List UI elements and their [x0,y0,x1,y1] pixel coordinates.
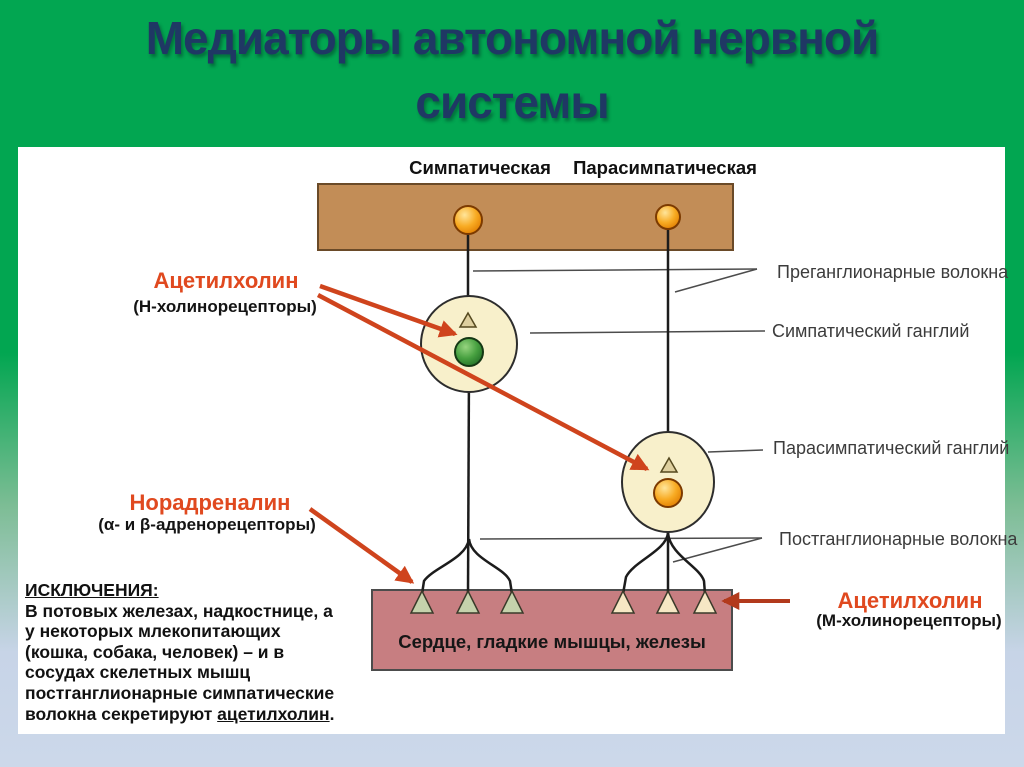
leader-parasympathetic-ganglion [707,449,764,453]
label-acetylcholine-m: Ацетилхолин [837,588,983,613]
slide-title: Медиаторы автономной нервной системы [0,6,1024,134]
exceptions-last-line: волокна секретируют ацетилхолин. [25,704,380,725]
diagram-panel [18,147,1005,734]
effector-synapse-triangles [409,589,718,614]
leader-postganglionic-diagonal [672,537,763,563]
exceptions-line: В потовых железах, надкостнице, а [25,600,333,621]
sympathetic-postganglionic-right [467,538,514,595]
effector-bar-caption: Сердце, гладкие мышцы, железы [398,631,706,652]
label-parasympathetic-ganglion: Парасимпатический ганглий [773,438,1010,458]
label-m-cholinoreceptors: (М-холинорецепторы) [816,611,1002,630]
autonomic-nervous-system-diagram [308,183,790,671]
parasympathetic-postganglionic-left [621,532,670,595]
exceptions-period: . [329,703,335,724]
synapse-triangle [692,589,718,614]
exceptions-line: у некоторых млекопитающих [25,621,281,642]
cns-neuron-parasympathetic [655,204,681,230]
sympathetic-ganglion-synapse-triangle [458,311,478,328]
leader-sympathetic-ganglion [529,330,766,334]
arrow-noradrenaline-to-effector [308,507,415,584]
arrow-acetylcholine-to-parasympathetic-ganglion [316,293,650,471]
sympathetic-postganglionic-center [466,365,471,595]
exceptions-heading: ИСКЛЮЧЕНИЯ: [25,580,159,600]
label-adrenoreceptors: (α- и β-адренорецепторы) [98,515,316,534]
annotation-arrows [308,283,650,584]
sympathetic-neuron-body [454,337,484,367]
synapse-triangle [499,589,525,614]
arrow-acetylcholine-to-sympathetic-ganglion [319,283,458,338]
cns-neuron-sympathetic [453,205,483,235]
parasympathetic-ganglion-synapse-triangle [659,456,679,473]
exceptions-last-prefix: волокна секретируют [25,703,218,724]
synapse-triangle [610,589,636,614]
synapse-triangle [455,589,481,614]
exceptions-line: постганглионарные симпатические [25,682,335,703]
label-preganglionic-fibers: Преганглионарные волокна [777,262,1009,282]
exceptions-line: (кошка, собака, человек) – и в [25,641,285,662]
label-sympathetic-ganglion: Симпатический ганглий [772,321,970,341]
label-n-cholinoreceptors: (Н-холинорецепторы) [133,297,317,316]
column-header-parasympathetic: Парасимпатическая [573,157,757,178]
leader-lines [472,268,766,563]
slide-title-line1: Медиаторы автономной нервной [145,12,880,64]
synapse-triangle [655,589,681,614]
label-acetylcholine-n: Ацетилхолин [153,268,299,293]
parasympathetic-neuron-body [653,478,683,508]
exceptions-underlined-word: ацетилхолин [217,703,330,724]
exceptions-block: ИСКЛЮЧЕНИЯ: В потовых железах, надкостни… [25,580,380,724]
label-postganglionic-fibers: Постганглионарные волокна [779,529,1018,549]
sympathetic-postganglionic-left [420,538,471,595]
leader-postganglionic-horizontal [479,537,763,540]
leader-preganglionic-left [472,268,758,272]
parasympathetic-postganglionic-right [666,532,707,595]
exceptions-line: сосудах скелетных мышц [25,662,251,683]
leader-preganglionic-right [674,268,758,293]
column-header-sympathetic: Симпатическая [409,157,551,178]
label-noradrenaline: Норадреналин [129,490,291,515]
slide-title-line2: системы [415,76,609,128]
synapse-triangle [409,589,435,614]
